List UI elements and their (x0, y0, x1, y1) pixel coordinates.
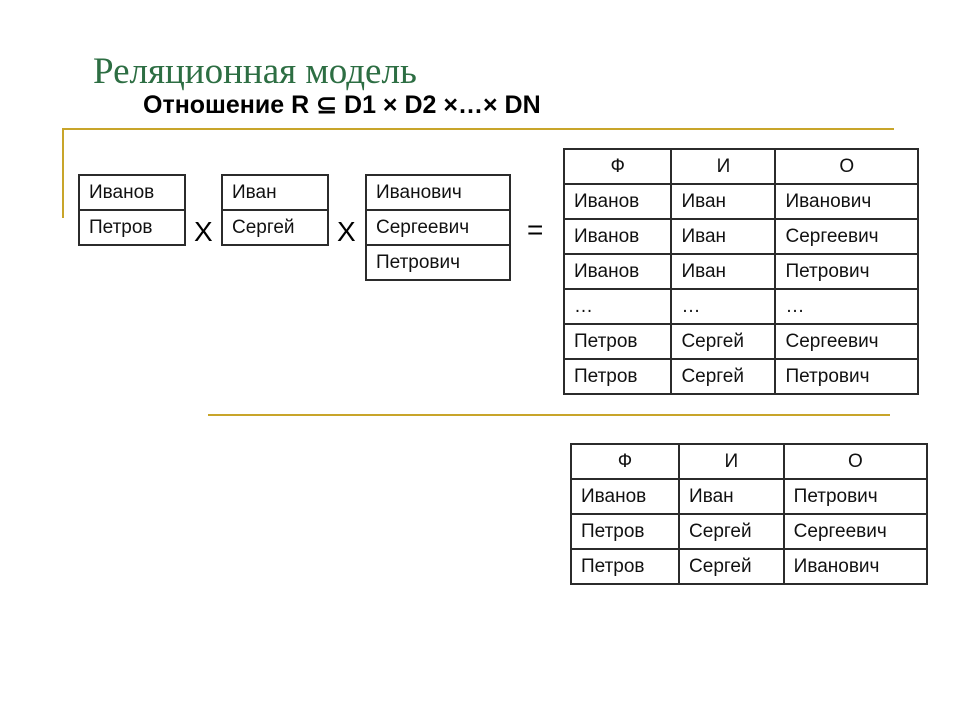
table-row: Иванов Иван Петрович (569, 478, 929, 515)
table-row: Петров (78, 209, 186, 246)
table-cell: Иванов (562, 253, 673, 290)
column-header-f: Ф (562, 148, 673, 185)
column-header-o: О (774, 148, 919, 185)
table-cell: Сергеевич (774, 323, 919, 360)
table-cell: Петров (78, 209, 186, 246)
column-header-f: Ф (569, 443, 681, 480)
table-cell: Сергей (678, 513, 785, 550)
table-header-row: Ф И О (562, 148, 919, 185)
table-row: Петров Сергей Иванович (569, 548, 929, 585)
column-header-i: И (678, 443, 785, 480)
table-cell: Сергеевич (774, 218, 919, 255)
table-cell: Сергеевич (365, 209, 511, 246)
table-cell: Сергей (221, 209, 329, 246)
table-row: Петров Сергей Петрович (562, 358, 919, 395)
domain-table-names: Иван Сергей (221, 174, 329, 246)
table-cell: Сергей (670, 323, 777, 360)
table-cell: Иванов (562, 183, 673, 220)
left-vertical-rule (62, 128, 64, 218)
relation-table: Ф И О Иванов Иван Петрович Петров Сергей… (569, 443, 929, 585)
slide-subtitle: Отношение R ⊆ D1 × D2 ×…× DN (143, 91, 541, 119)
table-cell: Иван (670, 218, 777, 255)
cartesian-product-table: Ф И О Иванов Иван Иванович Иванов Иван С… (562, 148, 919, 395)
domain-table-patronymics: Иванович Сергеевич Петрович (365, 174, 511, 281)
table-cell: Петрович (365, 244, 511, 281)
table-cell: Петров (569, 513, 681, 550)
table-cell: Петров (562, 323, 673, 360)
table-row: Петров Сергей Сергеевич (569, 513, 929, 550)
table-cell: Петрович (774, 253, 919, 290)
table-cell: Иванов (569, 478, 681, 515)
table-cell: Сергей (670, 358, 777, 395)
table-row: Сергеевич (365, 209, 511, 246)
cartesian-operator-2: X (337, 216, 356, 247)
table-row: Иванов Иван Сергеевич (562, 218, 919, 255)
table-cell: Иванов (78, 174, 186, 211)
table-row: Иванов Иван Иванович (562, 183, 919, 220)
column-header-i: И (670, 148, 777, 185)
table-cell: Иван (670, 253, 777, 290)
domain-table-surnames: Иванов Петров (78, 174, 186, 246)
equals-sign: = (527, 214, 544, 245)
table-cell: Петров (569, 548, 681, 585)
table-row: Иванов (78, 174, 186, 211)
table-row: Петров Сергей Сергеевич (562, 323, 919, 360)
table-row: … … … (562, 288, 919, 325)
table-cell: … (670, 288, 777, 325)
table-cell: … (562, 288, 673, 325)
slide-title: Реляционная модель (93, 51, 417, 92)
table-cell: Петрович (782, 478, 929, 515)
table-cell: Петрович (774, 358, 919, 395)
table-cell: Иван (221, 174, 329, 211)
table-cell: Иван (678, 478, 785, 515)
table-cell: Иванов (562, 218, 673, 255)
table-cell: Сергей (678, 548, 785, 585)
table-header-row: Ф И О (569, 443, 929, 480)
column-header-o: О (782, 443, 929, 480)
table-row: Иванович (365, 174, 511, 211)
table-cell: Иванович (365, 174, 511, 211)
table-cell: Иванович (774, 183, 919, 220)
table-row: Иванов Иван Петрович (562, 253, 919, 290)
middle-horizontal-rule (208, 414, 890, 416)
table-row: Иван (221, 174, 329, 211)
table-row: Петрович (365, 244, 511, 281)
table-row: Сергей (221, 209, 329, 246)
cartesian-operator-1: X (194, 216, 213, 247)
table-cell: Петров (562, 358, 673, 395)
table-cell: … (774, 288, 919, 325)
top-horizontal-rule (62, 128, 894, 130)
table-cell: Сергеевич (782, 513, 929, 550)
table-cell: Иван (670, 183, 777, 220)
table-cell: Иванович (782, 548, 929, 585)
